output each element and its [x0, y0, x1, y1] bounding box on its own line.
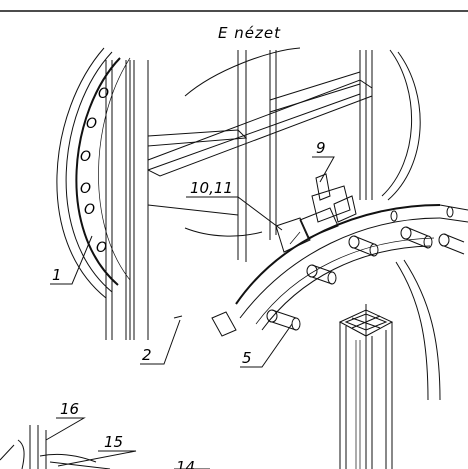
hole-mark: O	[98, 86, 109, 102]
inner-disc	[184, 47, 421, 237]
callout-14: 14	[176, 458, 195, 469]
bolt	[266, 309, 301, 331]
bolt	[390, 206, 454, 222]
leader-lines	[45, 156, 335, 469]
bolt	[348, 235, 379, 257]
callout-labels: 1 2 5 9 10,11 14 15 16	[52, 139, 326, 469]
callout-5: 5	[242, 349, 252, 367]
square-post	[338, 304, 394, 469]
callout-9: 9	[316, 139, 326, 157]
hole-mark: O	[86, 116, 97, 132]
bolt	[438, 233, 465, 255]
callout-2: 2	[142, 346, 152, 364]
callout-1: 1	[52, 266, 62, 284]
callout-16: 16	[60, 400, 79, 418]
hole-mark: O	[84, 202, 95, 218]
clamp-bracket	[275, 173, 357, 253]
callout-10-11: 10,11	[190, 179, 233, 197]
hole-mark: O	[80, 149, 91, 165]
hole-mark: O	[96, 240, 107, 256]
view-title: E nézet	[218, 24, 281, 42]
cross-beams	[147, 71, 373, 216]
left-flange	[56, 47, 131, 299]
frame-columns	[105, 50, 373, 340]
bolt	[306, 264, 337, 285]
flange-hole-marks: O O O O O O	[80, 86, 109, 256]
hole-mark: O	[80, 181, 91, 197]
callout-15: 15	[104, 433, 123, 451]
bolt	[400, 226, 433, 249]
bottom-left-assembly	[0, 425, 111, 469]
